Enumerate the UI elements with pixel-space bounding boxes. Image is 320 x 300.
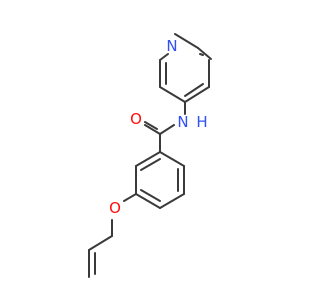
bond-nh-carbonyl [159, 124, 175, 135]
bond-carbonyl-o [144, 124, 161, 135]
pyridine-nitrogen-label: N [166, 37, 177, 55]
molecule-structure: N N H O O [0, 0, 300, 300]
bond-double-inner [140, 189, 161, 202]
bond [135, 151, 161, 167]
benzene-ring [135, 151, 185, 209]
carbonyl-oxygen-label: O [130, 110, 142, 128]
amide-group [144, 121, 175, 153]
bond-carbonyl-o-double [144, 121, 158, 130]
amide-hydrogen-label: H [196, 113, 207, 131]
bond [159, 53, 169, 61]
bond-double-inner [184, 83, 204, 97]
bond-ch2-ch [88, 235, 113, 251]
bond-double-inner [140, 158, 161, 171]
bond-double-inner [199, 53, 204, 56]
bond [135, 193, 161, 209]
bond [174, 33, 199, 49]
bond-ring-o [123, 193, 137, 202]
amide-nitrogen-label: N [177, 113, 188, 131]
background [0, 0, 300, 300]
bond [197, 47, 212, 60]
structure-canvas: N N H O O [0, 0, 300, 300]
pyridine-ring [159, 33, 212, 103]
bond [159, 193, 185, 209]
bond [184, 86, 210, 103]
ether-oxygen-label: O [109, 199, 121, 217]
bond [159, 151, 185, 167]
allyloxy-chain [88, 193, 137, 278]
bond [159, 86, 186, 103]
